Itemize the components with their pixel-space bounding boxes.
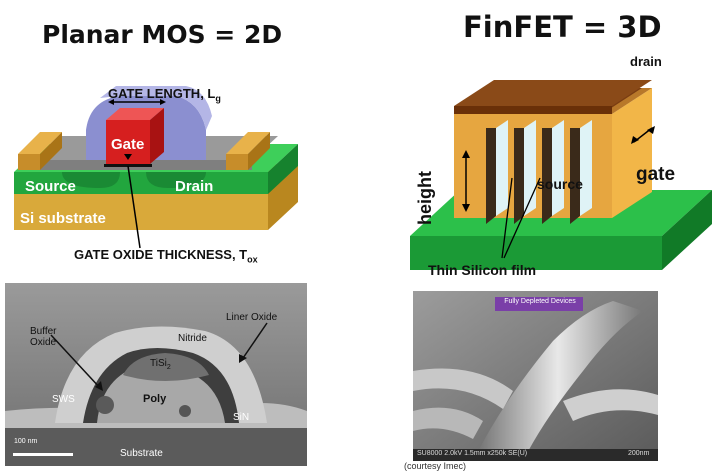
gate-length-label: GATE LENGTH, Lg (108, 86, 221, 104)
right-contact-front (226, 154, 248, 170)
substrate-front (14, 192, 268, 230)
tem-liner-oxide: Liner Oxide (226, 312, 278, 323)
tem-micrograph (5, 283, 307, 466)
substrate-side (268, 164, 298, 230)
finfet-drain-label: drain (630, 54, 662, 69)
silicon-fins (496, 120, 592, 216)
tem-nitride-label: Nitride (178, 333, 207, 344)
substrate-label: Si substrate (20, 210, 106, 227)
diffusion-side (268, 144, 298, 194)
drain-label: Drain (175, 178, 214, 195)
finfet-gate-side (612, 88, 652, 218)
tem-buffer-label-2: Oxide (30, 337, 57, 348)
right-contact-side (248, 132, 270, 170)
drain-well (146, 172, 206, 188)
right-contact-top (226, 132, 270, 154)
sem-gate-ridge (473, 301, 643, 461)
right-title: FinFET = 3D (463, 10, 662, 44)
gate-side (150, 108, 164, 164)
left-contact-front (18, 154, 40, 170)
finfet-thin-film-label: Thin Silicon film (428, 262, 537, 278)
tem-scale-label: 100 nm (14, 438, 38, 445)
finfet-gate-label: gate (636, 164, 676, 185)
tem-sin-label: SiN (233, 412, 250, 423)
tem-poly (97, 365, 225, 423)
tem-poly-label: Poly (143, 393, 167, 405)
left-title: Planar MOS = 2D (42, 20, 283, 49)
sem-banner: Fully Depleted Devices (504, 298, 576, 305)
tem-sws-label: SWS (52, 394, 75, 405)
finfet-base-side (662, 190, 712, 270)
gate-top (106, 108, 164, 120)
gate-oxide-line (104, 164, 152, 167)
tem-substrate-label: Substrate (120, 448, 163, 459)
sem-image (413, 291, 658, 461)
finfet-source-label: source (537, 176, 583, 192)
tem-buffer-label-1: Buffer (30, 326, 57, 337)
source-label: Source (25, 178, 76, 195)
sem-footer-right: 200nm (628, 450, 650, 457)
left-contact-side (40, 132, 62, 170)
sem-courtesy: (courtesy Imec) (404, 461, 467, 471)
tem-tisi2-label: TiSi2 (150, 358, 171, 371)
tem-tisi2 (123, 353, 209, 381)
oxide-thickness-label: GATE OXIDE THICKNESS, Tox (74, 247, 258, 265)
finfet-base-front (410, 236, 662, 270)
finfet-diagram (410, 80, 712, 270)
tem-substrate (5, 423, 307, 466)
source-well (62, 172, 120, 188)
gate-label: Gate (111, 136, 145, 153)
finfet-height-label: height (415, 171, 435, 225)
spacer-top (100, 86, 212, 130)
planar-mos-diagram (14, 86, 298, 249)
sem-banner-bg (495, 297, 583, 311)
sem-footer-left: SU8000 2.0kV 1.5mm x250k SE(U) (417, 450, 528, 457)
left-contact-top (18, 132, 62, 154)
